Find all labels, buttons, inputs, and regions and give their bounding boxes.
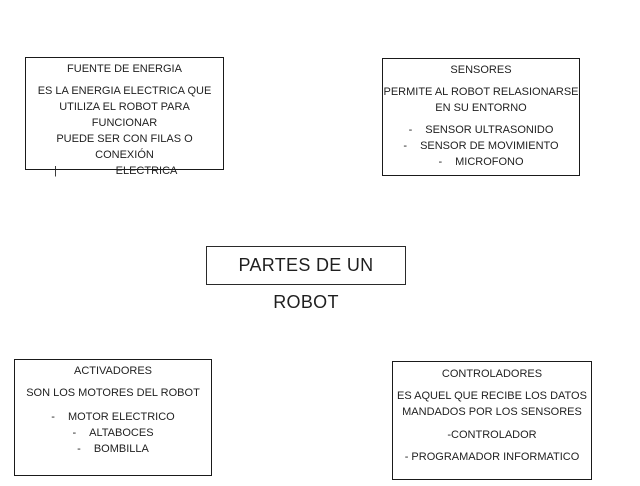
pipe-character: | [54,165,57,177]
activadores-box-paragraph: SON LOS MOTORES DEL ROBOT [15,385,211,401]
sensores-box-title: SENSORES [450,64,512,76]
main-title-text: PARTES DE UN ROBOT [238,255,374,312]
dash-bullet: - [77,443,81,455]
list-item: -ALTABOCES [15,425,211,441]
controladores-box: CONTROLADORES ES AQUEL QUE RECIBE LOS DA… [392,361,592,480]
controladores-line-1: ES AQUEL QUE RECIBE LOS DATOS [397,390,587,402]
controladores-item-1: -CONTROLADOR [447,429,537,441]
dash-bullet: - [51,411,55,423]
controladores-box-title: CONTROLADORES [441,368,543,380]
list-item: -BOMBILLA [15,441,211,457]
sensores-line-2: EN SU ENTORNO [435,102,527,114]
activadores-item-1: MOTOR ELECTRICO [67,411,175,423]
list-item: -SENSOR DE MOVIMIENTO [383,138,579,154]
controladores-box-paragraph: ES AQUEL QUE RECIBE LOS DATOS MANDADOS P… [393,388,591,420]
list-item: -SENSOR ULTRASONIDO [383,122,579,138]
sensores-item-2: SENSOR DE MOVIMIENTO [420,140,559,152]
sensores-item-1: SENSOR ULTRASONIDO [425,124,554,136]
fuente-line-1: ES LA ENERGIA ELECTRICA QUE [37,85,212,97]
sensores-item-3: MICROFONO [455,156,524,168]
fuente-de-energia-box: FUENTE DE ENERGIA ES LA ENERGIA ELECTRIC… [25,57,224,177]
controladores-line-2: MANDADOS POR LOS SENSORES [402,406,582,418]
sensores-list: -SENSOR ULTRASONIDO -SENSOR DE MOVIMIENT… [383,122,579,170]
dash-bullet: - [438,156,443,168]
fuente-line-2: UTILIZA EL ROBOT PARA FUNCIONAR [59,101,190,129]
activadores-item-2: ALTABOCES [89,427,154,439]
activadores-line-1: SON LOS MOTORES DEL ROBOT [26,387,200,399]
sensores-box-paragraph: PERMITE AL ROBOT RELASIONARSE EN SU ENTO… [383,84,579,116]
dash-bullet: - [408,124,413,136]
activadores-list: -MOTOR ELECTRICO -ALTABOCES -BOMBILLA [15,409,211,457]
dash-bullet: - [403,140,408,152]
sensores-line-1: PERMITE AL ROBOT RELASIONARSE [383,86,579,98]
fuente-line-3: PUEDE SER CON FILAS O CONEXIÓN [56,133,193,161]
controladores-item-2: - PROGRAMADOR INFORMATICO [404,451,580,463]
list-item: -MOTOR ELECTRICO [15,409,211,425]
fuente-box-paragraph: ES LA ENERGIA ELECTRICA QUE UTILIZA EL R… [26,83,223,179]
activadores-item-3: BOMBILLA [93,443,149,455]
fuente-box-title: FUENTE DE ENERGIA [67,63,182,75]
activadores-box: ACTIVADORES SON LOS MOTORES DEL ROBOT -M… [14,359,212,476]
list-item: -MICROFONO [383,154,579,170]
dash-bullet: - [72,427,77,439]
fuente-line-4-word: ELECTRICA [115,165,178,177]
sensores-box: SENSORES PERMITE AL ROBOT RELASIONARSE E… [382,58,580,176]
fuente-line-4: | ELECTRICA [26,163,223,179]
main-title-box: PARTES DE UN ROBOT [206,246,406,312]
activadores-box-title: ACTIVADORES [73,365,153,377]
